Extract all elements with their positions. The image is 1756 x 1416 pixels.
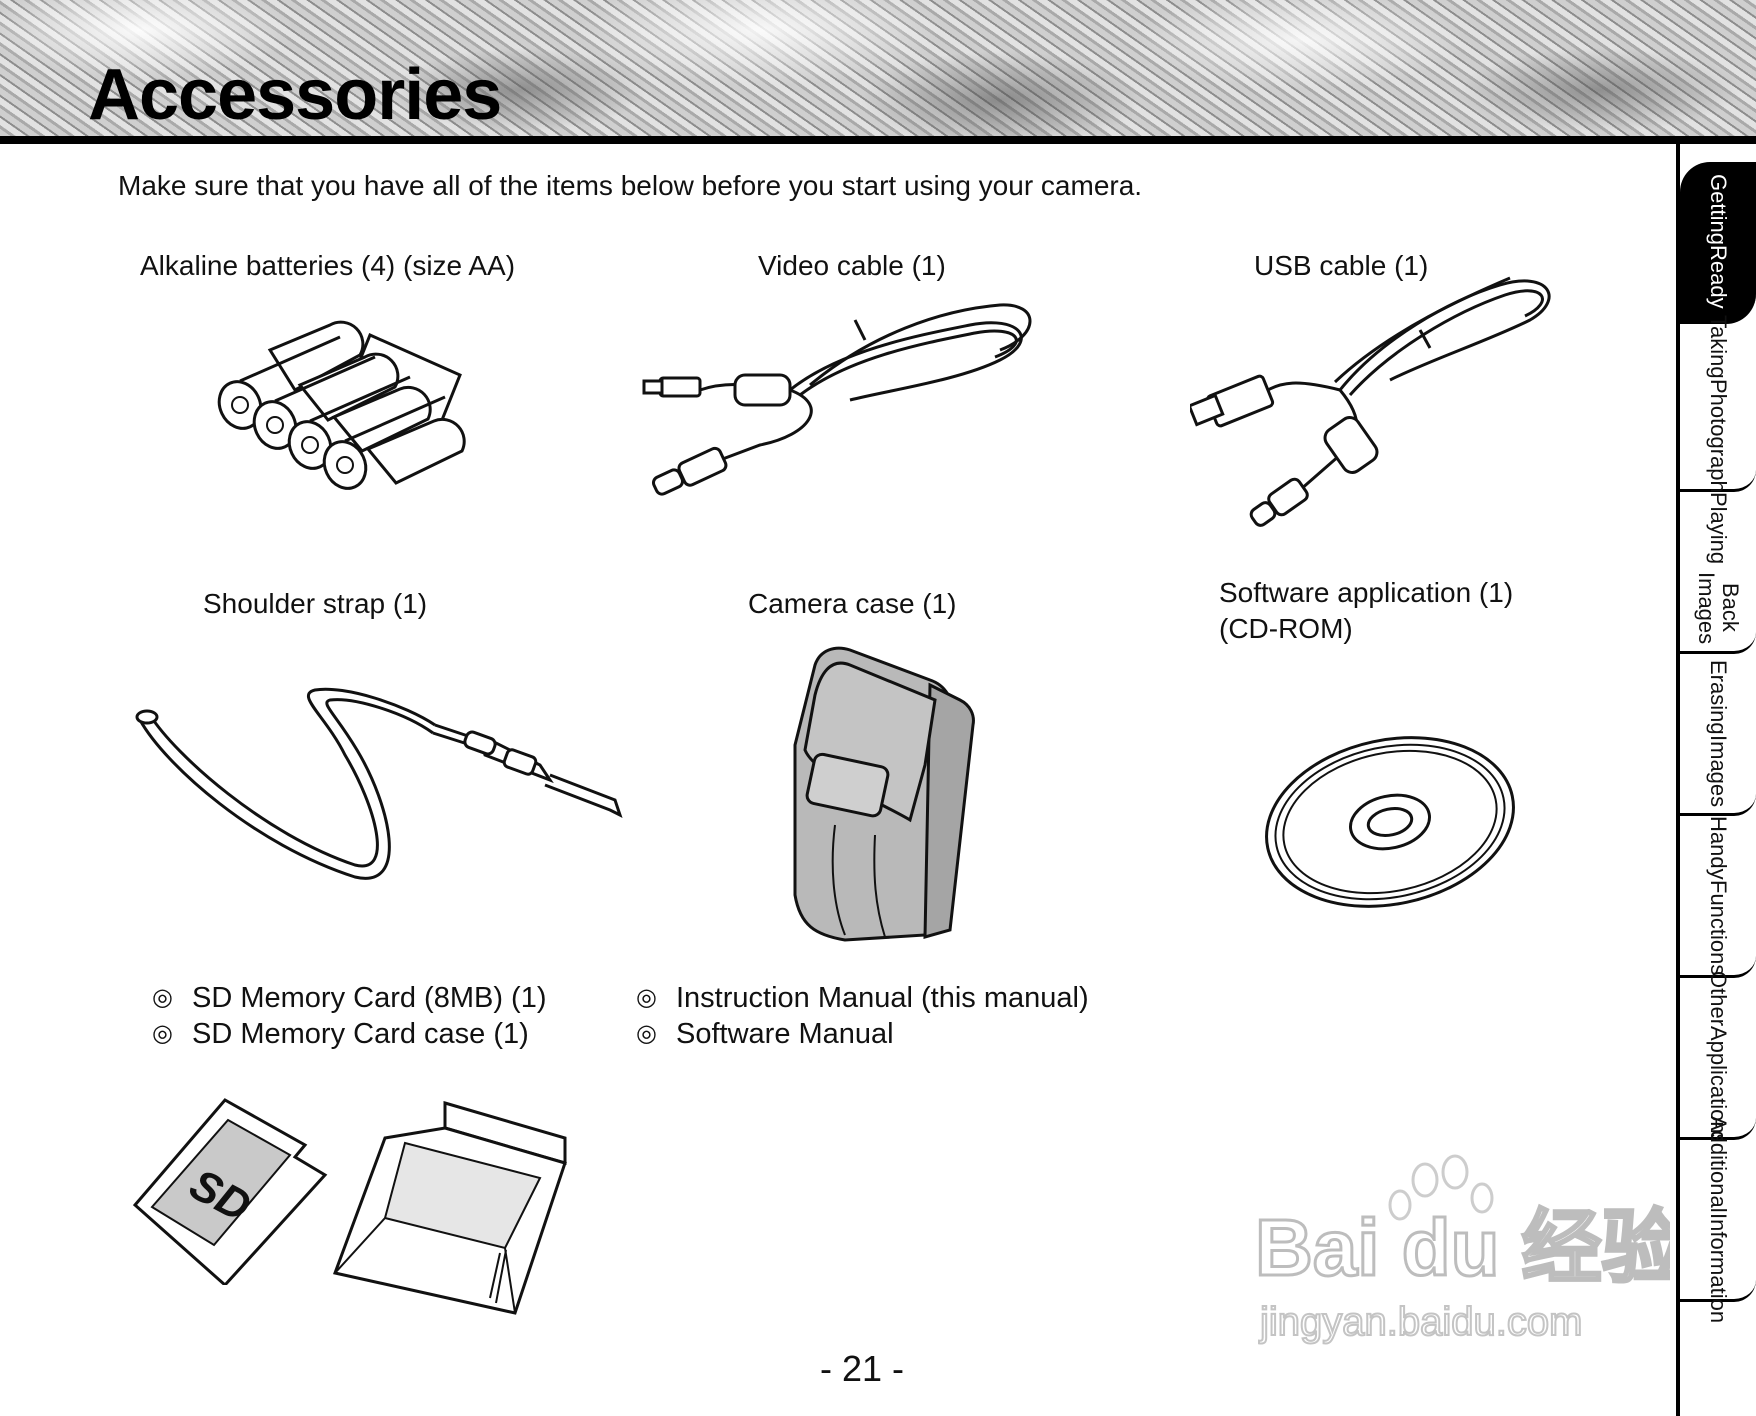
sd-card-case-illustration xyxy=(332,1101,567,1315)
label-video-cable: Video cable (1) xyxy=(758,250,946,281)
label-software-line2: (CD-ROM) xyxy=(1219,613,1353,644)
sd-card-illustration: SD xyxy=(132,1098,328,1285)
label-shoulder-strap: Shoulder strap (1) xyxy=(203,588,428,619)
shoulder-strap-illustration xyxy=(135,687,623,880)
label-software-line1: Software application (1) xyxy=(1219,577,1514,608)
label-usb-cable: USB cable (1) xyxy=(1254,250,1429,281)
watermark-url: jingyan.baidu.com xyxy=(1259,1300,1582,1344)
cd-rom-illustration xyxy=(1265,736,1515,908)
baidu-watermark-logo: Bai du 经验 jingyan.baidu.com xyxy=(1254,1154,1670,1345)
video-cable-illustration xyxy=(642,303,1032,496)
extras-list-right: ◎Instruction Manual (this manual) ◎Softw… xyxy=(636,980,1089,1052)
bullet-icon: ◎ xyxy=(152,984,173,1011)
header-rule xyxy=(0,136,1756,144)
watermark-brand: Bai du 经验 xyxy=(1255,1203,1670,1292)
bullet-icon: ◎ xyxy=(636,1020,657,1047)
camera-case-illustration xyxy=(793,646,975,942)
side-nav-rail xyxy=(1676,142,1680,1416)
label-software: Software application (1) (CD-ROM) xyxy=(1219,575,1513,647)
list-item: ◎SD Memory Card (8MB) (1) xyxy=(152,982,547,1014)
extras-list-left: ◎SD Memory Card (8MB) (1) ◎SD Memory Car… xyxy=(152,980,547,1052)
bullet-icon: ◎ xyxy=(636,984,657,1011)
intro-text: Make sure that you have all of the items… xyxy=(118,170,1143,201)
batteries-illustration xyxy=(217,320,466,490)
label-batteries: Alkaline batteries (4) (size AA) xyxy=(140,250,516,281)
bullet-icon: ◎ xyxy=(152,1020,173,1047)
list-item: ◎SD Memory Card case (1) xyxy=(152,1018,529,1050)
usb-cable-illustration xyxy=(1190,276,1551,527)
page-title: Accessories xyxy=(88,55,502,135)
label-camera-case: Camera case (1) xyxy=(748,588,957,619)
header-texture xyxy=(0,0,1756,136)
page-number: - 21 - xyxy=(820,1348,905,1389)
list-item: ◎Instruction Manual (this manual) xyxy=(636,982,1089,1014)
list-item: ◎Software Manual xyxy=(636,1018,894,1050)
